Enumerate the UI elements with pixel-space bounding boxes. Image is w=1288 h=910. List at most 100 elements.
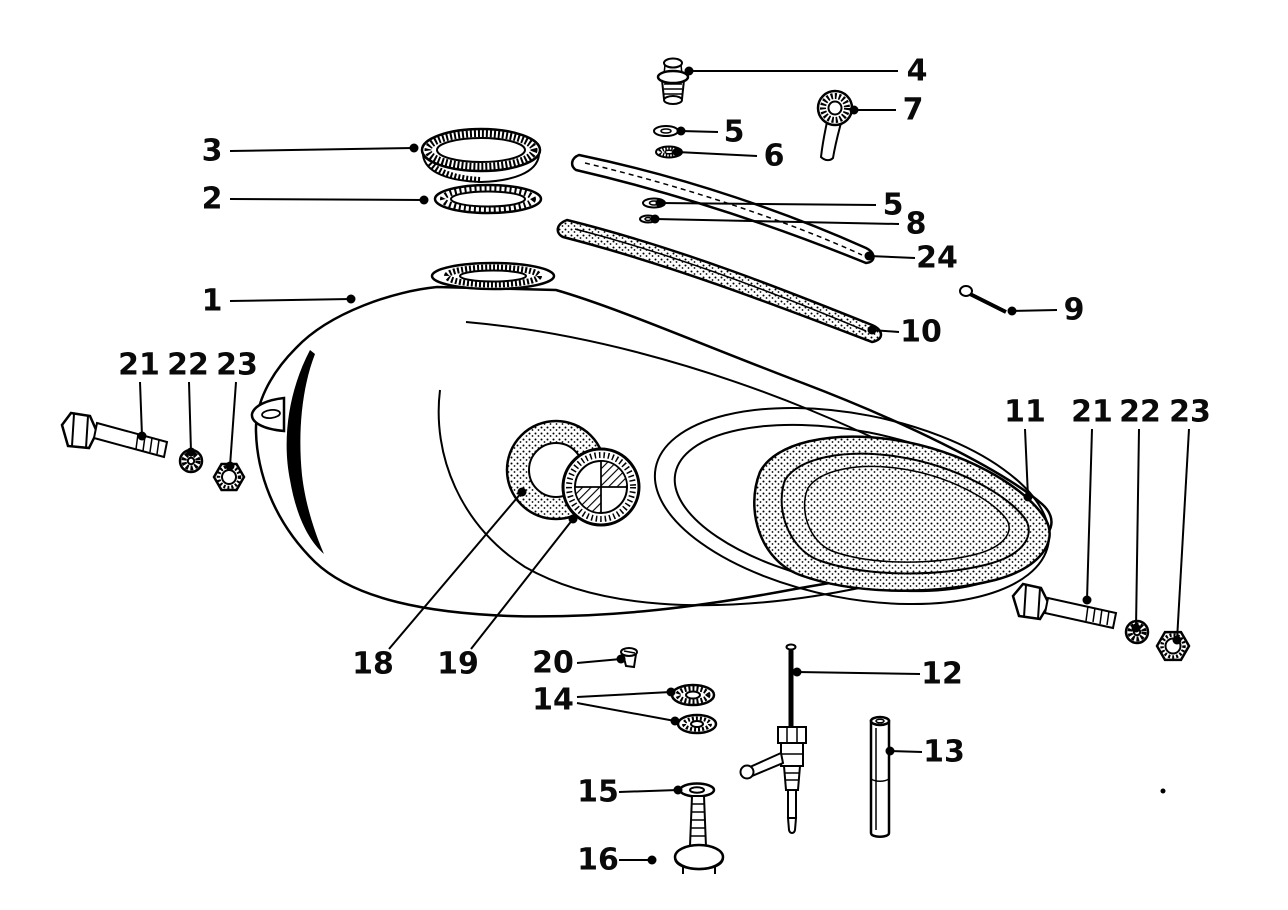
cap-gasket <box>433 183 543 215</box>
callout-22r-label: 22 <box>1119 395 1161 430</box>
callout-15-label: 15 <box>577 775 619 810</box>
callout-14-label: 14 <box>532 683 574 718</box>
callout-23r-label: 23 <box>1169 395 1211 430</box>
filler-cap <box>420 127 542 184</box>
grommet-lower <box>676 713 718 735</box>
callout-23r-leader-line <box>1176 428 1190 641</box>
callout-9-leader-line <box>1011 309 1058 312</box>
callout-4-label: 4 <box>907 54 928 89</box>
callout-11-label: 11 <box>1004 395 1046 430</box>
knee-pad-outline <box>753 435 1051 592</box>
callout-18-label: 18 <box>352 647 394 682</box>
callout-22l-label: 22 <box>167 348 209 383</box>
callout-21l-label: 21 <box>118 348 160 383</box>
tank-front-shading <box>286 350 324 554</box>
callout-1-dot <box>346 294 356 304</box>
callout-5a-dot <box>676 126 686 136</box>
washer-15 <box>678 782 716 798</box>
callout-1-leader-line <box>229 298 352 302</box>
bolt-right <box>1011 582 1118 630</box>
fuel-tap <box>739 643 807 834</box>
callout-14-leader-line-1 <box>576 691 672 698</box>
callout-14-leader-line-2 <box>576 702 676 722</box>
callout-3-label: 3 <box>202 134 223 169</box>
callout-20-leader-line <box>576 658 622 664</box>
callout-22l-dot <box>186 447 196 457</box>
callout-8-leader-line <box>654 218 900 225</box>
callout-19-leader-line <box>470 518 574 650</box>
callout-11-dot <box>1023 492 1033 502</box>
callout-7-label: 7 <box>903 93 924 128</box>
emblem-quadrant-sw <box>574 486 602 514</box>
callout-19-label: 19 <box>437 647 479 682</box>
knee-pad-contour-1 <box>780 452 1030 575</box>
callout-5b-leader-line <box>659 202 877 206</box>
callout-23l-leader-line <box>229 381 237 467</box>
knee-pad <box>753 435 1051 592</box>
callout-10-leader-line <box>871 329 900 333</box>
callout-20-label: 20 <box>532 646 574 681</box>
emblem-quadrant-ne <box>600 460 628 488</box>
eyelet-fitting <box>816 89 854 162</box>
callout-21r-dot <box>1082 595 1092 605</box>
callout-5b-dot <box>655 198 665 208</box>
callout-16-dot <box>647 855 657 865</box>
knee-pad-contour-2 <box>803 465 1010 563</box>
bolt-left <box>60 411 169 459</box>
callout-6-label: 6 <box>764 139 785 174</box>
callout-22r-dot <box>1131 623 1141 633</box>
callout-2-leader-line <box>229 198 425 201</box>
callout-13-label: 13 <box>923 735 965 770</box>
callout-13-dot <box>885 746 895 756</box>
callout-20-dot <box>616 654 626 664</box>
callout-21r-leader-line <box>1086 428 1093 601</box>
callout-9-dot <box>1007 306 1017 316</box>
nut-right <box>1155 630 1191 662</box>
filler-neck <box>430 261 556 291</box>
callout-13-leader-line <box>889 750 923 753</box>
callout-12-leader-line <box>796 671 921 675</box>
callout-2-label: 2 <box>202 182 223 217</box>
vent-fitting <box>656 57 690 105</box>
callout-18-leader-line <box>388 491 523 650</box>
washer-5-upper <box>653 125 679 137</box>
callout-7-dot <box>849 105 859 115</box>
callout-15-leader-line <box>618 789 679 793</box>
callout-24-leader-line <box>868 255 916 259</box>
screw-9 <box>959 285 1007 314</box>
tab-slot <box>261 409 281 419</box>
callout-14-dot-1 <box>666 687 676 697</box>
fuel-hose <box>869 715 891 838</box>
callout-22r-leader-line <box>1135 428 1140 629</box>
callout-21l-dot <box>137 431 147 441</box>
callout-23r-dot <box>1172 635 1182 645</box>
grommet-upper <box>670 683 716 707</box>
callout-3-dot <box>409 143 419 153</box>
callout-3-leader-line <box>229 147 415 152</box>
callout-11-leader-line <box>1024 428 1029 498</box>
callout-6-leader-line <box>676 151 758 157</box>
callout-6-dot <box>672 147 682 157</box>
callout-5b-label: 5 <box>883 188 904 223</box>
callout-9-label: 9 <box>1064 293 1085 328</box>
trim-strip-upper <box>570 153 875 265</box>
callout-21l-leader-line <box>139 381 143 437</box>
callout-18-dot <box>517 487 527 497</box>
callout-23l-dot <box>225 461 235 471</box>
callout-12-label: 12 <box>921 657 963 692</box>
callout-12-dot <box>792 667 802 677</box>
callout-2-dot <box>419 195 429 205</box>
stray-dot <box>1160 788 1166 794</box>
callout-1-label: 1 <box>202 284 223 319</box>
callout-24-label: 24 <box>916 241 958 276</box>
callout-14-dot-2 <box>670 716 680 726</box>
tank-emblem <box>561 447 641 527</box>
tank-mounting-tab <box>250 396 286 433</box>
callout-15-dot <box>673 785 683 795</box>
callout-24-dot <box>864 251 874 261</box>
callout-8-dot <box>650 214 660 224</box>
callout-21r-label: 21 <box>1071 395 1113 430</box>
callout-5a-leader-line <box>680 130 719 133</box>
